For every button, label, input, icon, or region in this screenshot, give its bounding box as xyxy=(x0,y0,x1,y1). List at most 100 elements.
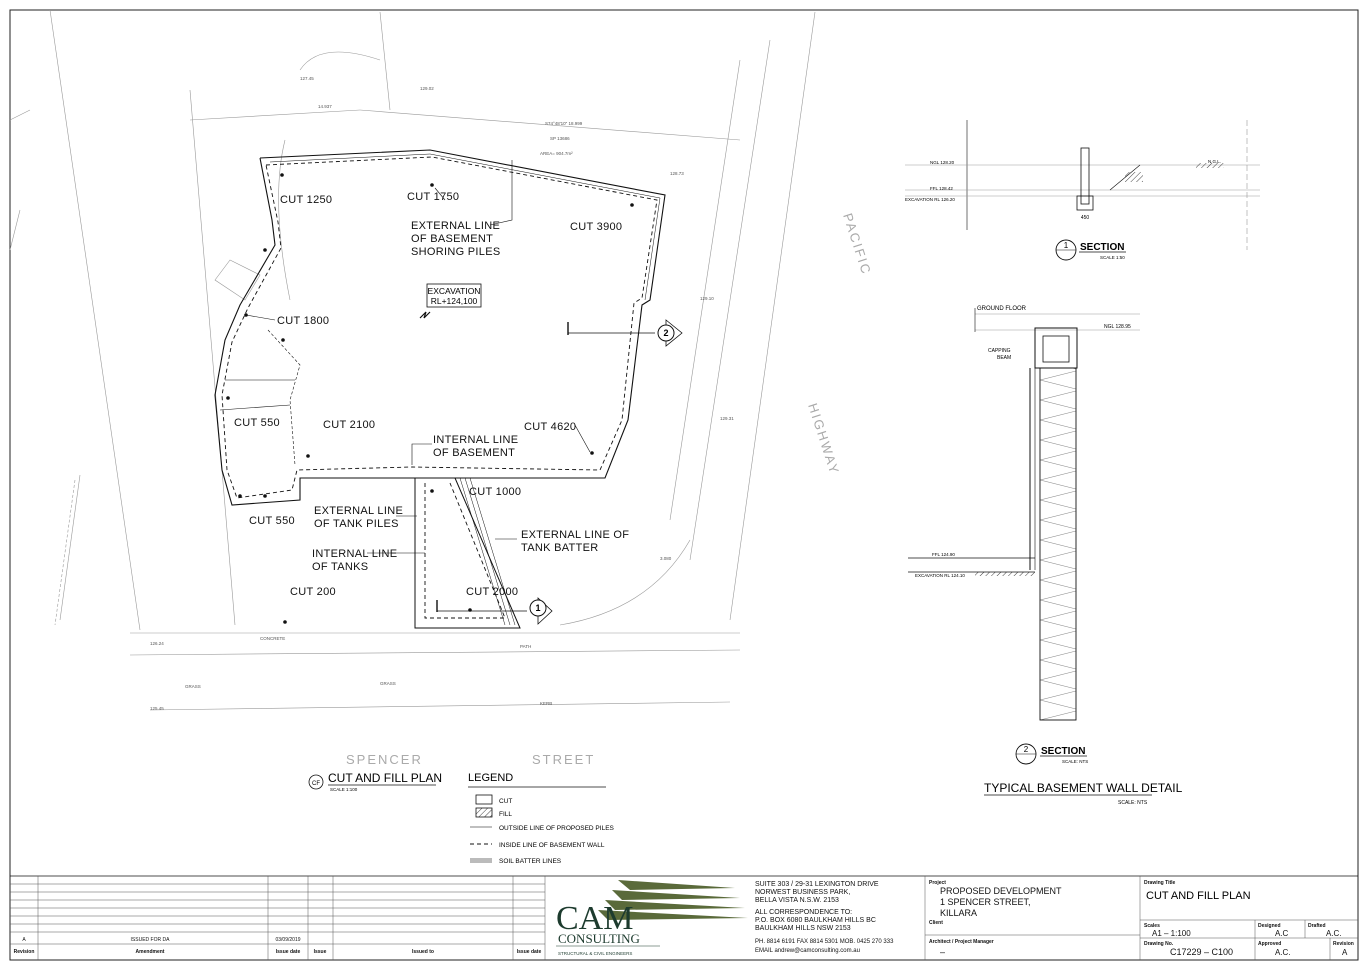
svg-text:129.02: 129.02 xyxy=(420,86,434,91)
client-label: Client xyxy=(929,920,943,926)
svg-text:129.31: 129.31 xyxy=(720,416,734,421)
revision-row-date: 03/09/2019 xyxy=(275,937,300,943)
legend: LEGEND CUT FILL OUTSIDE LINE OF PROPOSED… xyxy=(468,772,615,865)
int-tanks-label-2: OF TANKS xyxy=(312,561,368,573)
basement-shoring-outline xyxy=(214,149,666,506)
section-2-num: 2 xyxy=(1024,745,1029,754)
section-1-dimension: 450 xyxy=(1081,215,1090,221)
detail-scale: SCALE: NTS xyxy=(1118,800,1148,806)
revision-row-rev: A xyxy=(22,937,26,943)
plan-title-block: CF CUT AND FILL PLAN SCALE 1:100 xyxy=(308,771,442,792)
company-name: CAM xyxy=(556,900,633,937)
legend-title: LEGEND xyxy=(468,772,513,784)
cut-labels: CUT 1250 CUT 1750 CUT 3900 CUT 1800 CUT … xyxy=(234,191,622,598)
section-2-ngl: NGL 128.95 xyxy=(1104,324,1131,330)
header-revision: Revision xyxy=(14,949,35,955)
designed-label: Designed xyxy=(1258,923,1281,929)
section-1-ngl: NGL 128.20 xyxy=(930,160,955,165)
svg-text:125.45: 125.45 xyxy=(150,706,164,711)
correspondence-line: ALL CORRESPONDENCE TO: xyxy=(755,909,852,916)
scales-value: A1 – 1:100 xyxy=(1152,929,1191,938)
project-label: Project xyxy=(929,880,946,886)
cut-label: CUT 2000 xyxy=(466,586,518,598)
revision-row-amendment: ISSUED FOR DA xyxy=(131,937,171,943)
annotation-labels: EXTERNAL LINE OF BASEMENT SHORING PILES … xyxy=(312,220,629,573)
section-2-title: SECTION xyxy=(1041,746,1085,757)
section-1-num: 1 xyxy=(1064,241,1069,250)
correspondence-line: P.O. BOX 6080 BAULKHAM HILLS BC xyxy=(755,917,876,924)
section-2-detail: GROUND FLOOR NGL 128.95 CAPPING BEAM FFL… xyxy=(908,306,1183,806)
drawing-no-label: Drawing No. xyxy=(1144,941,1174,947)
section-2-scale: SCALE: NTS xyxy=(1062,759,1088,764)
cut-label: CUT 1000 xyxy=(469,486,521,498)
legend-item: CUT xyxy=(499,798,512,805)
excavation-line-1: EXCAVATION xyxy=(428,286,481,296)
shoring-label-2: OF BASEMENT xyxy=(411,233,493,245)
scales-label: Scales xyxy=(1144,923,1160,929)
site-context-lines xyxy=(9,9,816,711)
drafted-label: Drafted xyxy=(1308,923,1326,929)
section-marker-1: 1 xyxy=(436,597,553,625)
header-issue-date-2: Issue date xyxy=(517,949,542,955)
svg-text:129.10: 129.10 xyxy=(700,296,714,301)
section-1-title: SECTION xyxy=(1080,242,1124,253)
section-1-ngl-right: N.G.L. xyxy=(1208,159,1221,164)
project-line: KILLARA xyxy=(940,908,977,918)
int-basement-label-2: OF BASEMENT xyxy=(433,447,515,459)
legend-item: SOIL BATTER LINES xyxy=(499,858,562,865)
svg-text:S74°48'10" 18.999: S74°48'10" 18.999 xyxy=(545,121,583,126)
designed-value: A.C xyxy=(1275,929,1289,938)
tank-outline xyxy=(414,477,521,629)
cut-label: CUT 1800 xyxy=(277,315,329,327)
email: EMAIL andrew@camconsulting.com.au xyxy=(755,948,860,954)
section-1-ffl: FFL 128.42 xyxy=(930,186,953,191)
section-1-marker-num: 1 xyxy=(535,603,540,613)
cut-label: CUT 2100 xyxy=(323,419,375,431)
leader-lines xyxy=(245,160,591,554)
plan-title: CUT AND FILL PLAN xyxy=(328,771,442,785)
drawing-title: CUT AND FILL PLAN xyxy=(1146,890,1251,902)
street-name-street: STREET xyxy=(532,752,595,767)
tank-batter-label-2: TANK BATTER xyxy=(521,542,598,554)
section-2-beam: BEAM xyxy=(997,355,1011,361)
cut-points xyxy=(226,173,634,624)
address-line: NORWEST BUSINESS PARK, xyxy=(755,889,850,896)
section-marker-2: 2 xyxy=(567,319,683,347)
detail-title: TYPICAL BASEMENT WALL DETAIL xyxy=(984,781,1183,795)
title-block: A ISSUED FOR DA 03/09/2019 Revision Amen… xyxy=(10,875,1358,960)
drafted-value: A.C. xyxy=(1326,929,1342,938)
plan-id-marker: CF xyxy=(312,781,320,787)
legend-item: INSIDE LINE OF BASEMENT WALL xyxy=(499,842,605,849)
project-line: PROPOSED DEVELOPMENT xyxy=(940,886,1062,896)
svg-text:GRASS: GRASS xyxy=(185,684,201,689)
section-1-detail: NGL 128.20 FFL 128.42 EXCAVATION RL 126.… xyxy=(905,120,1260,261)
company-tagline: STRUCTURAL & CIVIL ENGINEERS xyxy=(558,951,632,956)
excavation-level-icon xyxy=(419,311,431,319)
drawing-no-value: C17229 – C100 xyxy=(1170,947,1233,957)
section-1-excavation: EXCAVATION RL 126.20 xyxy=(905,197,955,202)
legend-item: FILL xyxy=(499,811,512,818)
section-2-excavation: EXCAVATION RL 124.10 xyxy=(915,573,965,578)
cut-label: CUT 3900 xyxy=(570,221,622,233)
svg-text:126.24: 126.24 xyxy=(150,641,164,646)
cut-label: CUT 550 xyxy=(234,417,280,429)
sheet-border xyxy=(9,9,1359,961)
street-name-highway: HIGHWAY xyxy=(805,401,842,477)
svg-text:KERB: KERB xyxy=(540,701,552,706)
svg-text:127.45: 127.45 xyxy=(300,76,314,81)
street-name-pacific: PACIFIC xyxy=(840,211,874,277)
drawing-title-label: Drawing Title xyxy=(1144,880,1176,886)
section-2-marker-num: 2 xyxy=(663,328,668,338)
address-line: BELLA VISTA N.S.W. 2153 xyxy=(755,897,839,904)
survey-annotations: 127.45 129.02 S74°48'10" 18.999 SP 13686… xyxy=(150,76,734,711)
svg-text:CONCRETE: CONCRETE xyxy=(260,636,285,641)
header-issued-to: Issued to xyxy=(412,949,434,955)
section-2-capping: CAPPING xyxy=(988,348,1011,354)
excavation-label: EXCAVATION RL+124,100 xyxy=(419,283,482,319)
cut-label: CUT 550 xyxy=(249,515,295,527)
header-issue: Issue xyxy=(314,949,327,955)
tank-piles-label-1: EXTERNAL LINE xyxy=(314,505,403,517)
tank-batter-label-1: EXTERNAL LINE OF xyxy=(521,529,629,541)
section-2-ground-floor: GROUND FLOOR xyxy=(977,306,1027,312)
correspondence-line: BAULKHAM HILLS NSW 2153 xyxy=(755,925,851,932)
